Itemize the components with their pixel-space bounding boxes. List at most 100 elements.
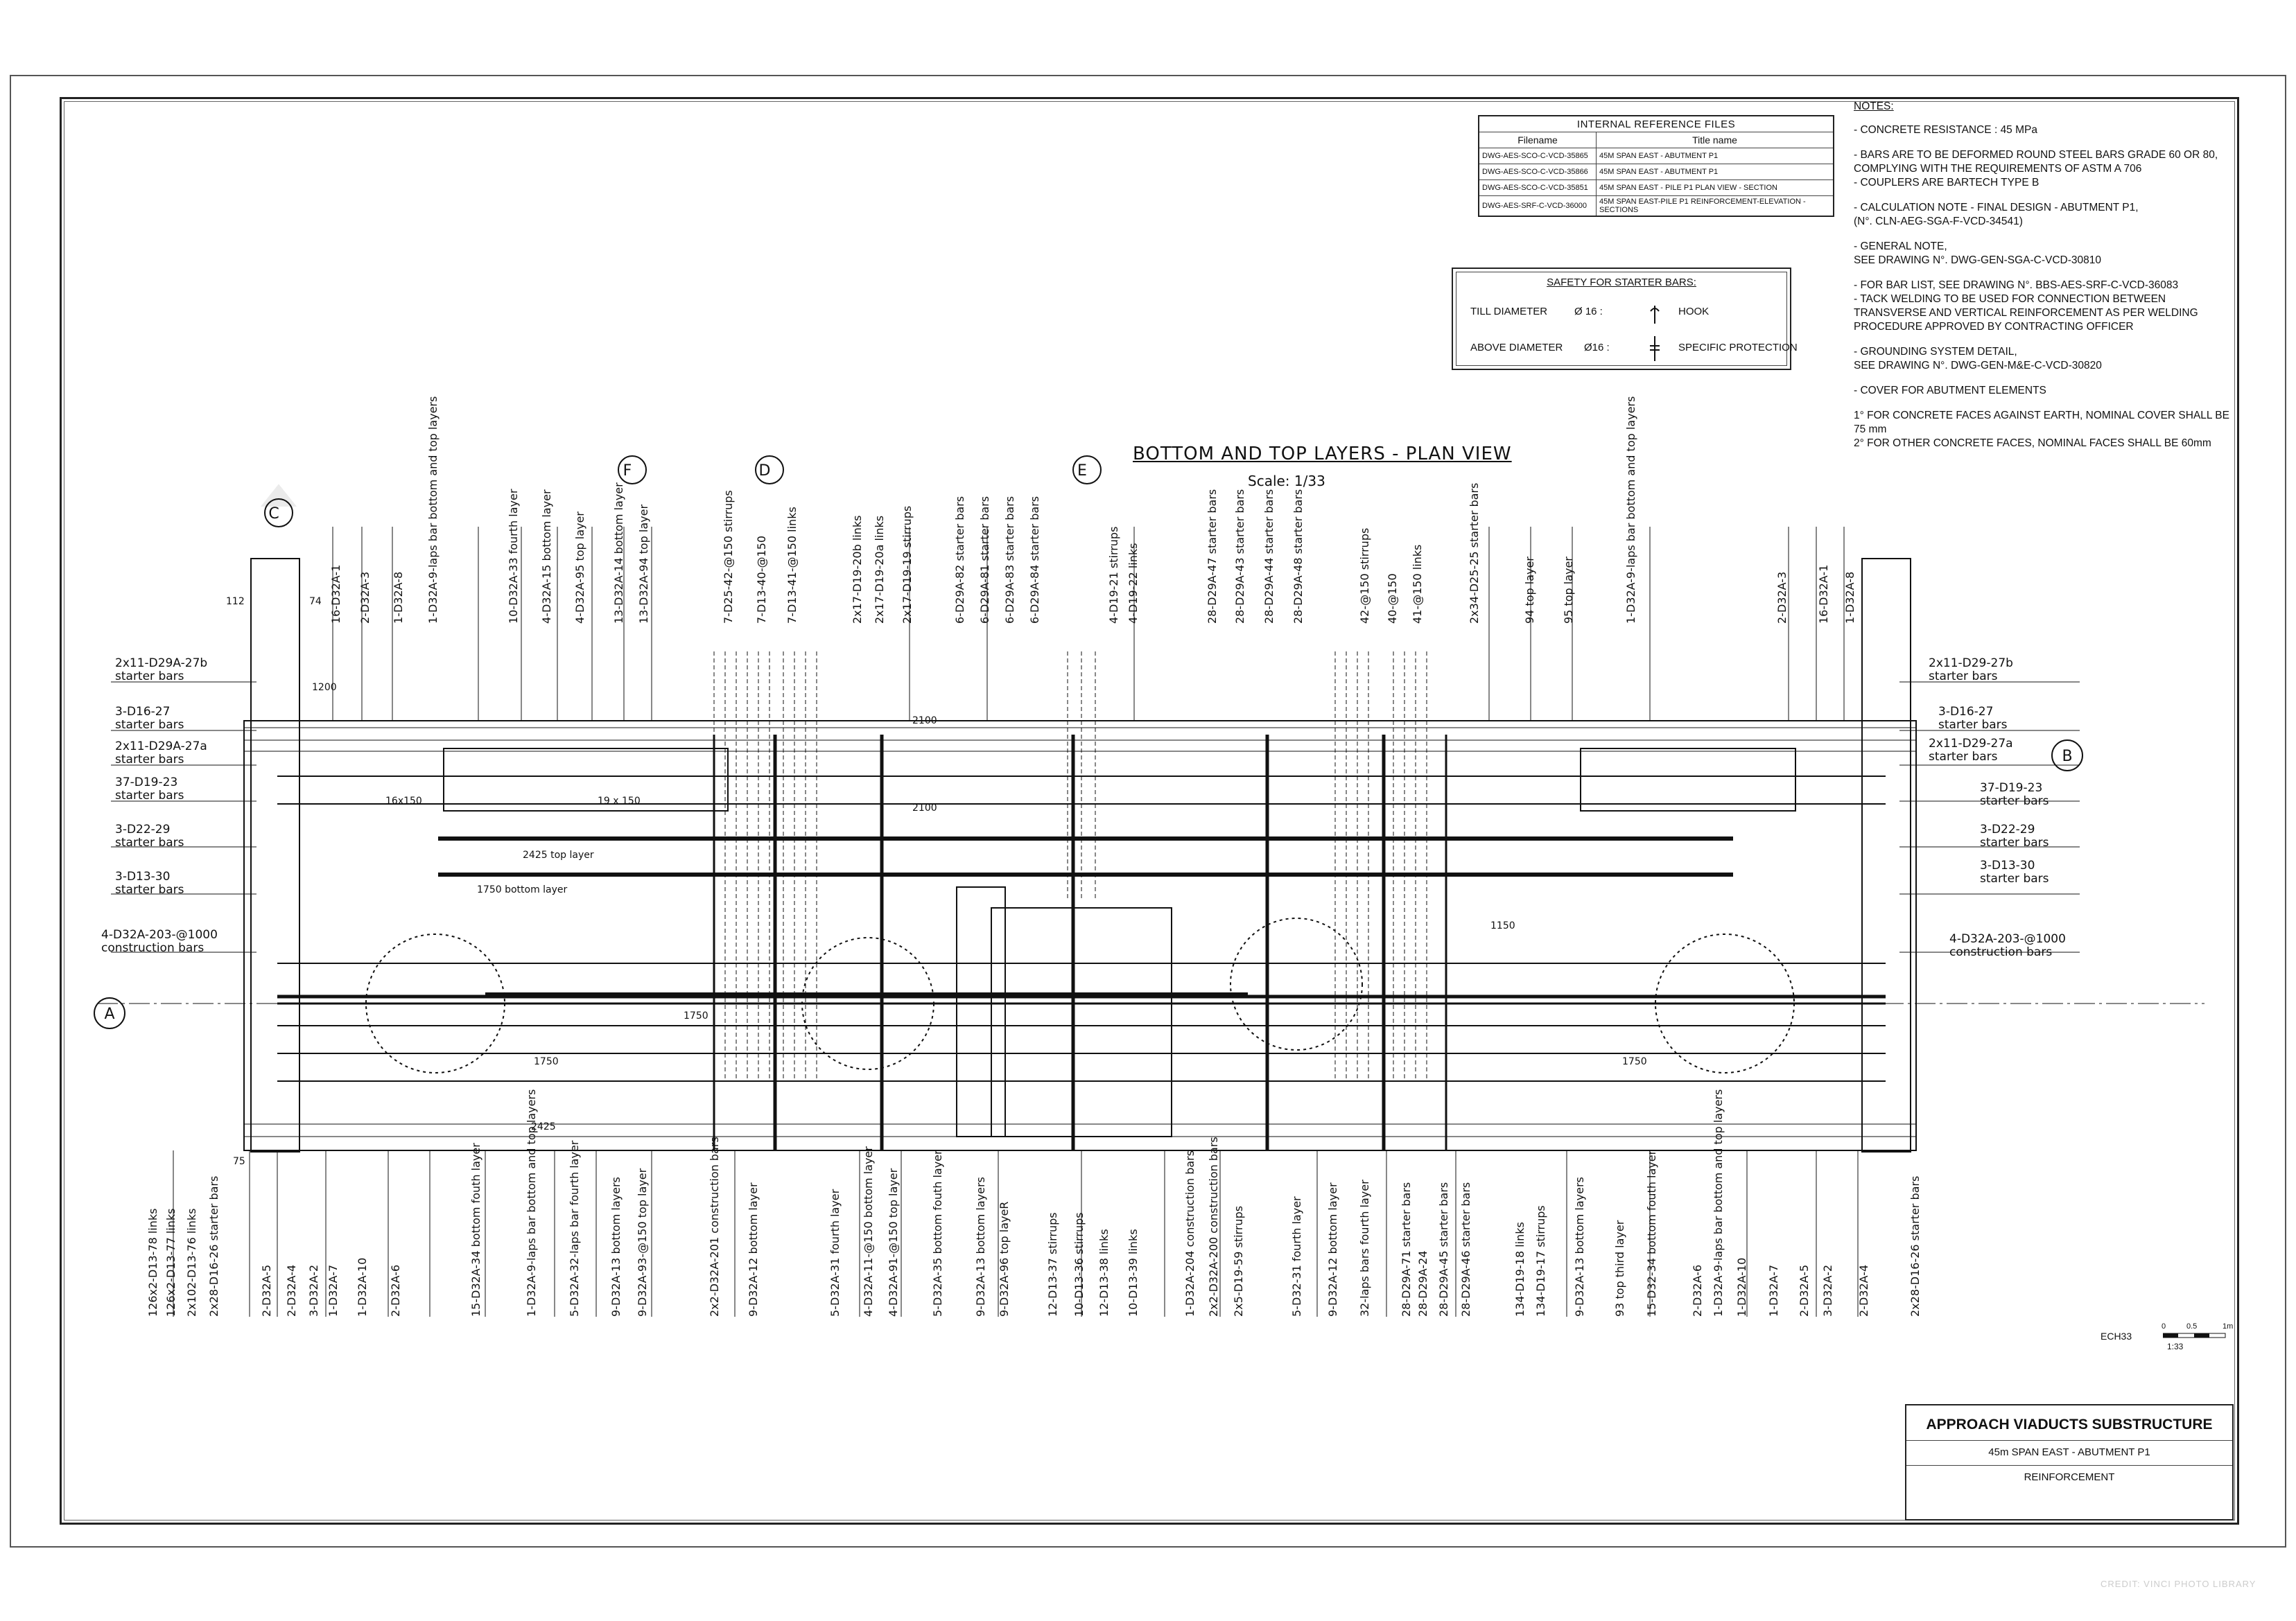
bottom-bar-label: 5-D32A-31 fourth layer [828, 1189, 842, 1317]
dim-label: 2425 [531, 1121, 556, 1132]
top-bar-label: 4-D32A-15 bottom layer [540, 489, 553, 624]
section-mark-b: B [2062, 748, 2072, 765]
dim-label: 74 [309, 596, 322, 607]
top-bar-label: 1-D32A-9-laps bar bottom and top layers [1624, 396, 1637, 624]
bottom-bar-label: 12-D13-37 stirrups [1046, 1212, 1059, 1317]
protection-cap-icon [1648, 336, 1662, 364]
bottom-bar-label: 10-D13-36 stirrups [1072, 1212, 1086, 1317]
note-item: - FOR BAR LIST, SEE DRAWING N°. BBS-AES-… [1854, 279, 2198, 333]
bottom-bar-label: 1-D32A-9-laps bar bottom and top layers [1712, 1089, 1725, 1317]
bottom-bar-label: 2-D32A-6 [389, 1264, 402, 1317]
top-bar-label: 40-@150 [1386, 573, 1399, 624]
top-bar-label: 28-D29A-44 starter bars [1262, 489, 1276, 624]
note-item: - COVER FOR ABUTMENT ELEMENTS [1854, 385, 2046, 396]
bottom-bar-label: 10-D13-39 links [1127, 1229, 1140, 1317]
dim-label: 19 x 150 [598, 796, 641, 807]
drawing-frame [60, 97, 2239, 1525]
drawing-subtitle: 45m SPAN EAST - ABUTMENT P1 [1906, 1440, 2232, 1458]
top-bar-label: 2-D32A-3 [358, 571, 372, 624]
safety-title: SAFETY FOR STARTER BARS: [1547, 277, 1696, 288]
bottom-bar-label: 5-D32-31 fourth layer [1290, 1196, 1303, 1317]
bottom-bar-label: 28-D29A-45 starter bars [1437, 1182, 1450, 1317]
safety-row1-value: HOOK [1678, 306, 1710, 317]
sheet-name: REINFORCEMENT [1906, 1465, 2232, 1483]
note-item: - GROUNDING SYSTEM DETAIL, SEE DRAWING N… [1854, 346, 2102, 371]
drawing-sheet [10, 75, 2286, 1548]
top-bar-label: 2x17-D19-20a links [873, 515, 886, 624]
safety-row2-label: ABOVE DIAMETER [1470, 342, 1563, 353]
bottom-bar-label: 1-D32A-7 [1767, 1264, 1780, 1317]
bottom-bar-label: 2-D32A-6 [1691, 1264, 1704, 1317]
project-title: APPROACH VIADUCTS SUBSTRUCTURE [1926, 1417, 2213, 1432]
bottom-bar-label: 93 top third layer [1613, 1220, 1626, 1317]
safety-row2-value: SPECIFIC PROTECTION [1678, 342, 1798, 353]
bottom-bar-label: 5-D32A-32-laps bar fourth layer [568, 1140, 581, 1317]
note-item: - BARS ARE TO BE DEFORMED ROUND STEEL BA… [1854, 149, 2218, 189]
bottom-bar-label: 1-D32A-10 [1735, 1257, 1748, 1317]
safety-row2-dia: Ø16 : [1584, 342, 1610, 353]
dim-label: 75 [233, 1156, 245, 1167]
top-bar-label: 6-D29A-81 starter bars [978, 496, 991, 624]
dim-label: 1150 [1490, 920, 1515, 931]
dim-label: 112 [226, 596, 245, 607]
bottom-bar-label: 15-D32-34 bottom fouth layer [1645, 1150, 1658, 1317]
top-bar-label: 6-D29A-84 starter bars [1028, 496, 1041, 624]
bottom-bar-label: 2-D32A-4 [1857, 1264, 1870, 1317]
dim-label: 1200 [312, 682, 337, 693]
top-bar-label: 28-D29A-47 starter bars [1206, 489, 1219, 624]
section-mark-e: E [1077, 462, 1087, 480]
top-bar-label: 2x34-D25-25 starter bars [1468, 482, 1481, 624]
note-item: 1° FOR CONCRETE FACES AGAINST EARTH, NOM… [1854, 410, 2229, 449]
bottom-bar-label: 32-laps bars fourth layer [1358, 1180, 1371, 1317]
dim-label: 1750 [534, 1056, 559, 1067]
drawing-inner-frame [64, 101, 2235, 1521]
safety-row1-label: TILL DIAMETER [1470, 306, 1548, 317]
notes-title: NOTES: [1854, 100, 1894, 112]
top-bar-label: 42-@150 stirrups [1358, 527, 1371, 624]
bottom-bar-label: 2-D32A-4 [285, 1264, 298, 1317]
top-bar-label: 2-D32A-3 [1775, 571, 1789, 624]
top-bar-label: 13-D32A-94 top layer [637, 504, 650, 624]
drawing-scale: Scale: 1/33 [1248, 473, 1325, 489]
bottom-bar-label: 9-D32A-13 bottom layers [974, 1177, 987, 1317]
dim-label: 2425 top layer [523, 850, 594, 861]
bottom-bar-label: 1-D32A-9-laps bar bottom and top layers [525, 1089, 538, 1317]
dim-label: 16x150 [385, 796, 422, 807]
top-bar-label: 1-D32A-8 [1843, 571, 1856, 624]
scale-code: ECH33 [2101, 1331, 2132, 1342]
bottom-bar-label: 1-D32A-7 [327, 1264, 340, 1317]
bottom-bar-label: 9-D32A-13 bottom layers [609, 1177, 623, 1317]
bottom-bar-label: 28-D29A-24 [1416, 1250, 1429, 1317]
top-bar-label: 13-D32A-14 bottom layer [612, 482, 625, 624]
title-block: APPROACH VIADUCTS SUBSTRUCTURE 45m SPAN … [1905, 1404, 2234, 1521]
bottom-bar-label: 9-D32A-12 bottom layer [747, 1182, 760, 1317]
bottom-bar-label: 12-D13-38 links [1097, 1229, 1111, 1317]
note-item: - GENERAL NOTE, SEE DRAWING N°. DWG-GEN-… [1854, 240, 2101, 266]
bottom-bar-label: 2x2-D32A-201 construction bars [708, 1137, 721, 1317]
bottom-bar-label: 2x2-D32A-200 construction bars [1207, 1137, 1220, 1317]
top-bar-label: 28-D29A-48 starter bars [1292, 489, 1305, 624]
note-item: - CONCRETE RESISTANCE : 45 MPa [1854, 124, 2037, 136]
scale-ratio: 1:33 [2167, 1342, 2184, 1351]
bottom-bar-label: 2x28-D16-26 starter bars [207, 1175, 220, 1317]
bottom-bar-label: 1-D32A-204 construction bars [1183, 1150, 1197, 1317]
dim-label: 2100 [912, 715, 937, 726]
dim-label: 1750 [684, 1010, 708, 1022]
bottom-bar-label: 2x28-D16-26 starter bars [1908, 1175, 1922, 1317]
bottom-bar-label: 5-D32A-35 bottom fouth layer [931, 1150, 944, 1317]
top-bar-label: 1-D32A-9-laps bar bottom and top layers [426, 396, 440, 624]
top-bar-label: 2x17-D19-20b links [851, 515, 864, 624]
bottom-bar-label: 4-D32A-11-@150 bottom layer [862, 1146, 875, 1317]
